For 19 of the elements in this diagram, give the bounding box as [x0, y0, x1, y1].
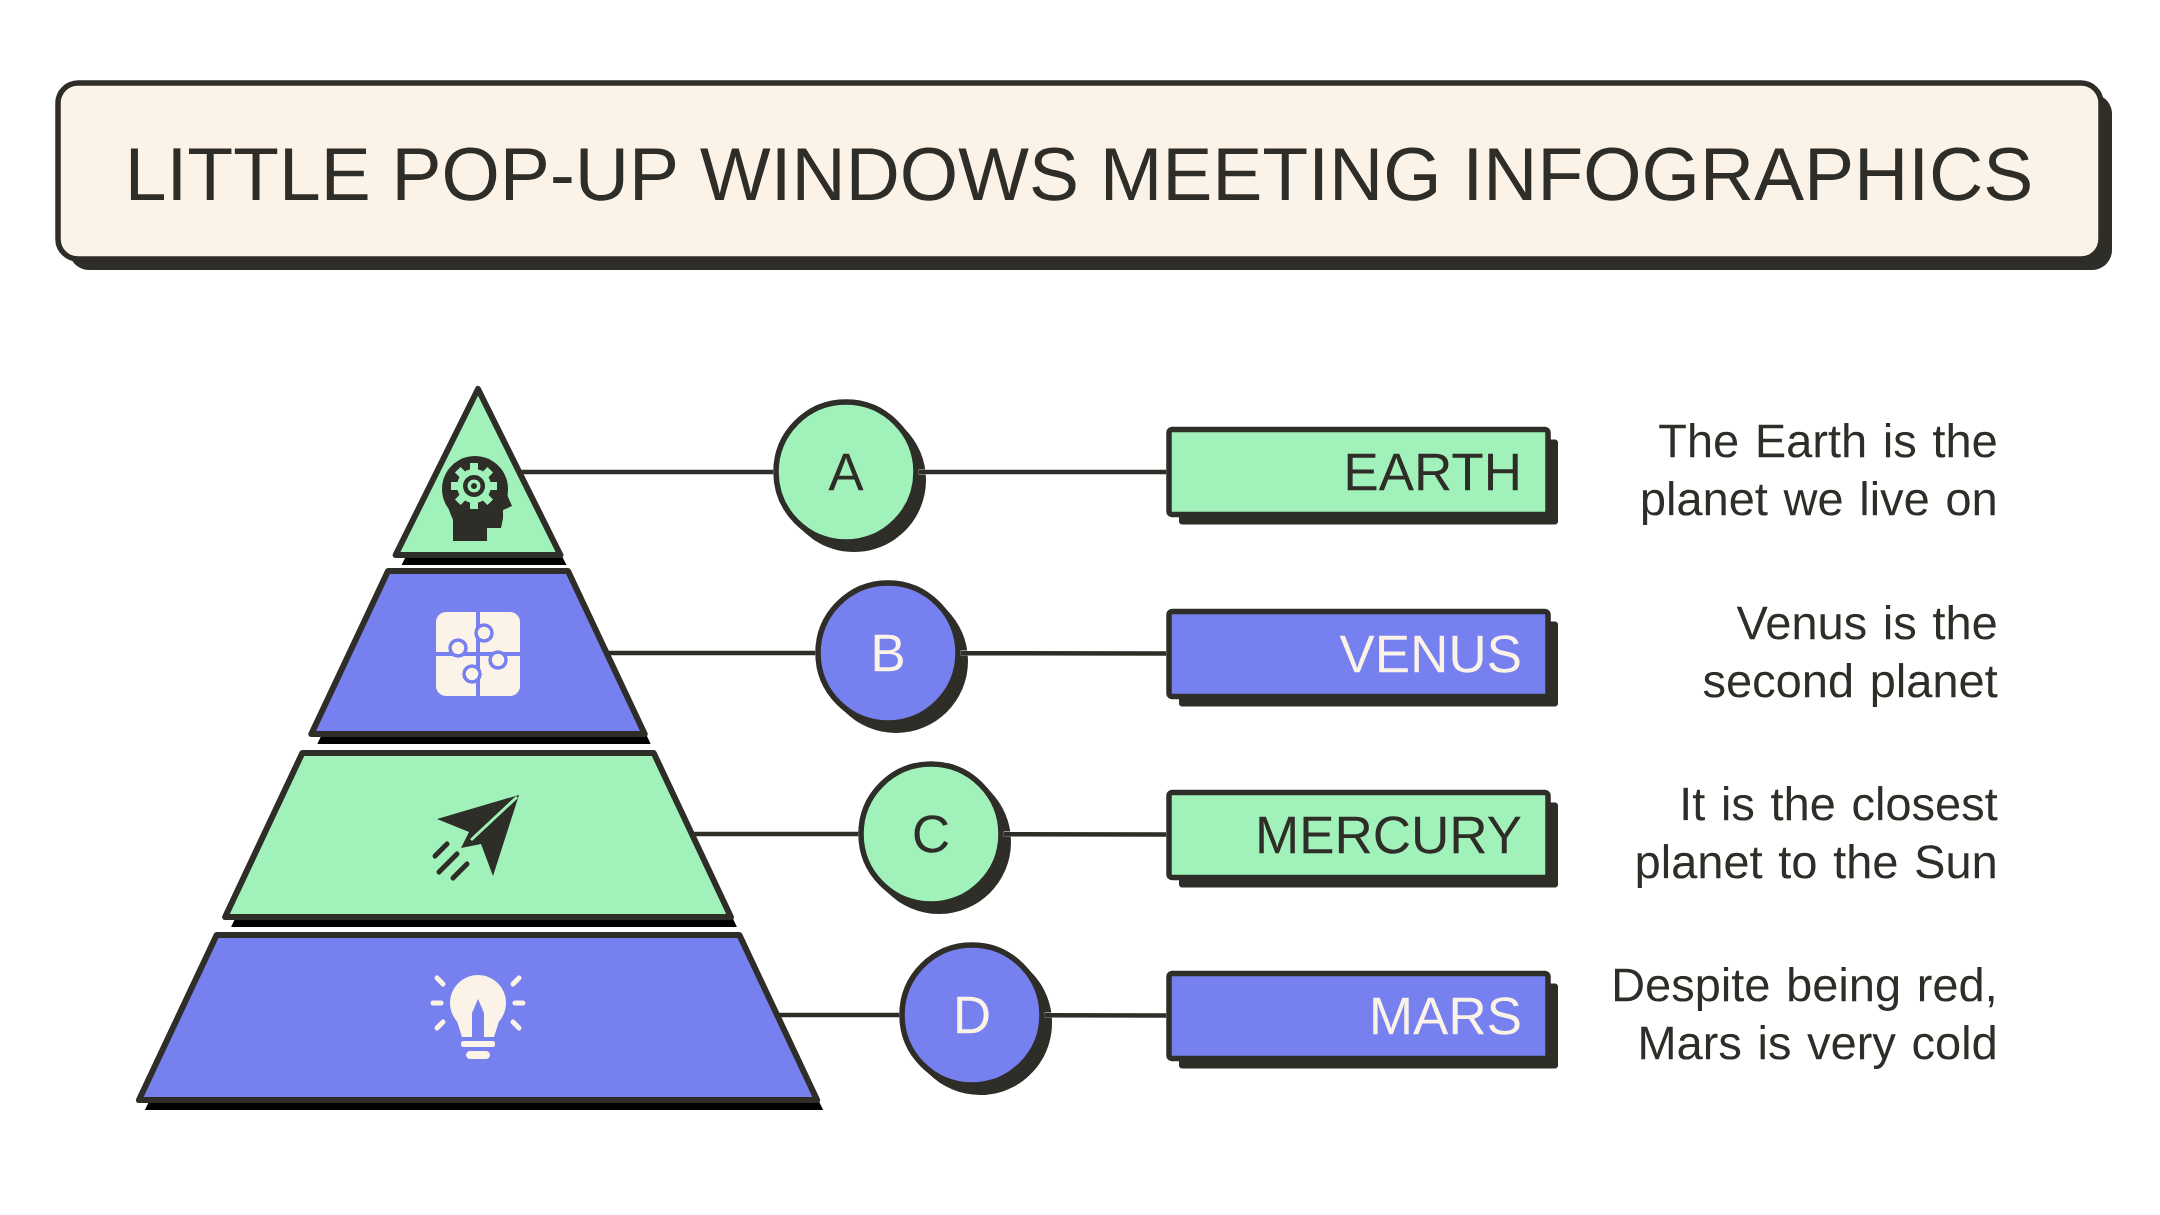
connector-line [1044, 1012, 1167, 1018]
connector-line [691, 831, 859, 837]
connector-line [1003, 831, 1167, 837]
description-text: The Earth is the planet we live on [1642, 423, 1996, 525]
description-text: Despite being red, Mars is very cold [1615, 967, 1995, 1069]
connector-line [606, 650, 816, 656]
label-box: EARTH [1166, 426, 1558, 525]
connector-line [521, 469, 774, 475]
label-box: MARS [1166, 970, 1558, 1069]
pyramid-tier [222, 750, 737, 927]
connector-line [960, 650, 1167, 656]
description-text: Venus is the second planet [1703, 605, 1998, 707]
label-box: MERCURY [1166, 789, 1558, 888]
connector-line [777, 1012, 900, 1018]
label-box: VENUS [1166, 608, 1558, 707]
title-banner: LITTLE POP-UP WINDOWS MEETING INFOGRAPHICS [55, 80, 2112, 270]
pyramid-tier [135, 932, 824, 1110]
connector-line [918, 469, 1167, 475]
description-text: It is the closest planet to the Sun [1637, 786, 1998, 888]
